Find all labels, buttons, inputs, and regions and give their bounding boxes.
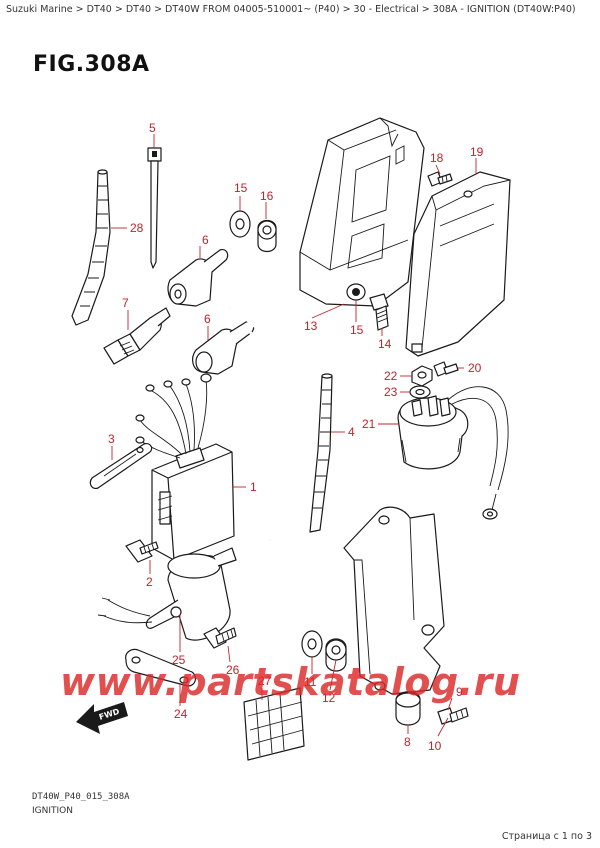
callout-15[interactable]: 15	[350, 323, 364, 337]
callout-26[interactable]: 26	[226, 663, 240, 677]
part-protector-sheet[interactable]	[243, 687, 305, 761]
page-indicator: Страница с 1 по 3	[501, 831, 592, 842]
callout-21[interactable]: 21	[362, 417, 376, 431]
part-screw-18[interactable]	[427, 171, 453, 187]
callout-5[interactable]: 5	[149, 121, 156, 135]
part-washer-16[interactable]	[229, 210, 251, 238]
callout-6-upper[interactable]: 6	[202, 233, 209, 247]
part-bolt-10[interactable]	[437, 707, 469, 725]
callout-6-lower[interactable]: 6	[204, 312, 211, 326]
part-cover[interactable]	[405, 171, 511, 357]
callout-24[interactable]: 24	[174, 707, 188, 721]
part-grommet-8[interactable]	[395, 691, 421, 726]
callout-4[interactable]: 4	[348, 425, 355, 439]
callout-25[interactable]: 25	[172, 653, 186, 667]
part-high-tension-cord[interactable]	[226, 306, 301, 553]
part-ignition-coil[interactable]	[97, 547, 237, 641]
callout-1[interactable]: 1	[250, 480, 257, 494]
part-grommet-12[interactable]	[325, 638, 347, 672]
callout-12[interactable]: 12	[322, 691, 336, 705]
part-nut-22[interactable]	[411, 365, 433, 387]
callout-7[interactable]: 7	[122, 296, 129, 310]
callout-3[interactable]: 3	[108, 432, 115, 446]
figure-title: FIG.308A	[33, 52, 150, 77]
part-bracket-strip[interactable]	[89, 443, 153, 489]
figure-caption: IGNITION	[32, 806, 73, 816]
callout-10[interactable]: 10	[428, 739, 442, 753]
part-conduit-tube[interactable]	[71, 169, 111, 326]
part-grommet-17[interactable]	[257, 219, 277, 253]
leader-lines	[111, 134, 477, 737]
part-washer-11[interactable]	[301, 630, 323, 658]
callout-23[interactable]: 23	[384, 385, 398, 399]
callout-14[interactable]: 14	[378, 337, 392, 351]
part-clamp-plate[interactable]	[125, 648, 197, 687]
part-spark-plug[interactable]	[103, 307, 171, 365]
part-bolt-14[interactable]	[369, 293, 389, 331]
part-bolt-2[interactable]	[125, 539, 159, 563]
part-screw-20[interactable]	[433, 361, 459, 377]
callout-19[interactable]: 19	[470, 145, 484, 159]
part-cdi-bracket[interactable]	[299, 117, 425, 307]
callout-17[interactable]: 16	[260, 189, 274, 203]
figure-code: DT40W_P40_015_308A	[32, 792, 130, 802]
callout-13[interactable]: 13	[304, 319, 318, 333]
callout-9[interactable]: 9	[456, 685, 463, 699]
callout-27[interactable]: 27	[258, 674, 272, 688]
part-washer-23[interactable]	[409, 385, 431, 399]
part-plug-cap-lower[interactable]	[192, 321, 255, 375]
part-plug-cap-upper[interactable]	[167, 249, 229, 307]
breadcrumb[interactable]: Suzuki Marine > DT40 > DT40 > DT40W FROM…	[6, 4, 576, 15]
watermark: www.partskatalog.ru	[60, 660, 521, 704]
part-tube-4[interactable]	[309, 373, 333, 533]
callout-labels: 5 28 15 16 6 6 7 3 1 2 4 13 15 14 18 19 …	[108, 121, 484, 753]
callout-18[interactable]: 18	[430, 151, 444, 165]
callout-8[interactable]: 8	[404, 735, 411, 749]
callout-20[interactable]: 20	[468, 361, 482, 375]
part-cable-tie[interactable]	[147, 147, 162, 269]
part-cdi-unit[interactable]	[135, 373, 235, 561]
callout-16[interactable]: 15	[234, 181, 248, 195]
callout-22[interactable]: 22	[384, 369, 398, 383]
callout-11[interactable]: 11	[304, 675, 317, 689]
callout-2[interactable]: 2	[146, 575, 153, 589]
callout-28[interactable]: 28	[130, 221, 144, 235]
fwd-arrow-icon: FWD	[76, 702, 128, 734]
part-starter-relay[interactable]	[397, 386, 509, 520]
part-bolt-26[interactable]	[203, 627, 237, 649]
